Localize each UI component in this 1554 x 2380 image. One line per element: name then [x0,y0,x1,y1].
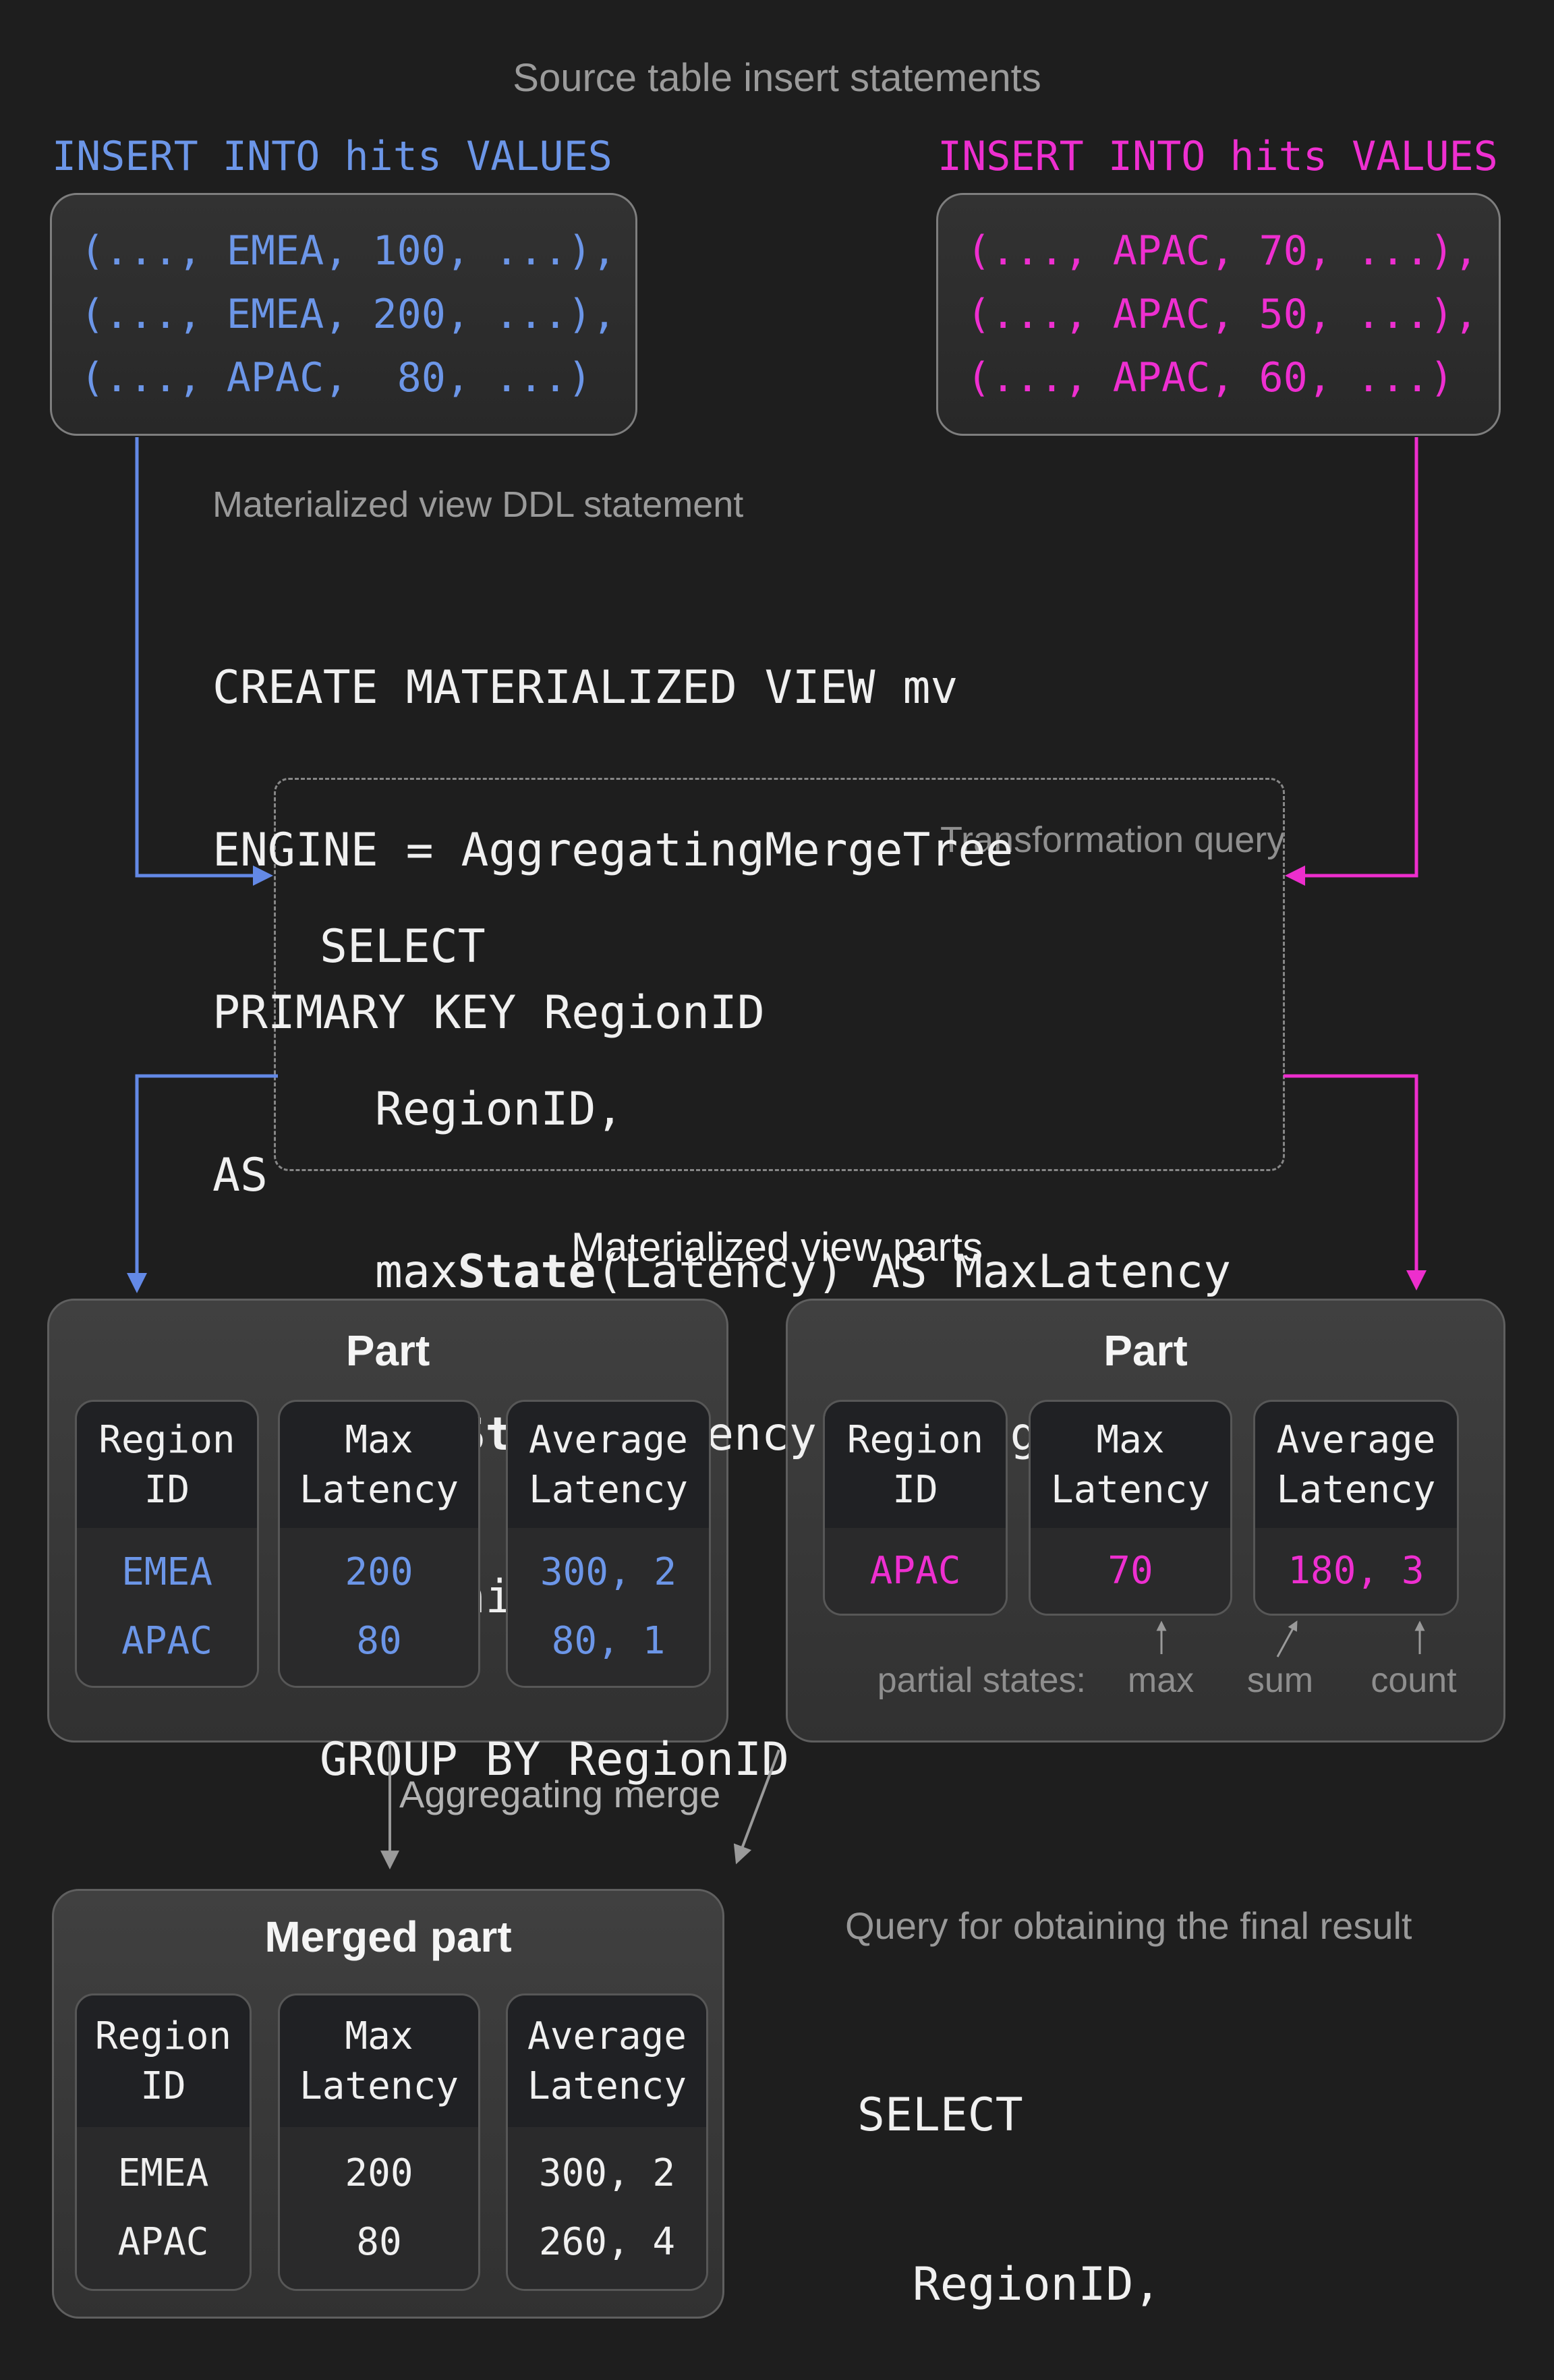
part-box-right-title: Part [1103,1326,1188,1375]
cell-value: APAC [117,2220,209,2264]
column-max-latency: Max Latency 200 80 [278,1400,480,1688]
cell-value: APAC [121,1619,212,1663]
insert-left-box: (..., EMEA, 100, ...), (..., EMEA, 200, … [50,193,637,436]
insert-right-row: (..., APAC, 70, ...), [967,227,1478,275]
cell-value: 300, 2 [540,1550,677,1594]
partial-states-label: partial states: [877,1661,1086,1700]
column-region-id: Region ID EMEA APAC [75,1993,252,2291]
partial-state-sum-label: sum [1246,1661,1314,1700]
ddl-code-line: PRIMARY KEY RegionID [212,986,765,1040]
insert-right-label: INSERT INTO hits VALUES [938,133,1498,180]
cell-value: 80, 1 [551,1619,666,1663]
code-line: RegionID, [857,2258,1161,2311]
column-header: Max Latency [1031,1402,1230,1528]
part-box-left-title: Part [345,1326,430,1375]
column-region-id: Region ID APAC [823,1400,1008,1616]
column-max-latency: Max Latency 70 [1029,1400,1232,1616]
cell-value: 80 [356,2220,402,2264]
code-seg-bold: State [457,1245,596,1299]
insert-left-row: (..., EMEA, 100, ...), [80,227,616,275]
cell-value: APAC [869,1548,961,1593]
column-region-id: Region ID EMEA APAC [75,1400,259,1688]
transformation-query-label: Transformation query [940,820,1286,860]
insert-left-row: (..., APAC, 80, ...) [80,354,592,401]
cell-value: 200 [345,1550,413,1594]
column-header: Average Latency [508,1995,706,2127]
parts-section-heading: Materialized view parts [571,1224,983,1270]
cell-value: 260, 4 [538,2220,676,2264]
cell-value: 80 [356,1619,402,1663]
ddl-heading: Materialized view DDL statement [212,484,744,525]
cell-value: 70 [1107,1548,1153,1593]
column-header: Region ID [77,1995,250,2127]
code-seg: max [320,1245,458,1299]
partial-state-max-label: max [1127,1661,1195,1700]
insert-right-box: (..., APAC, 70, ...), (..., APAC, 50, ..… [936,193,1501,436]
column-max-latency: Max Latency 200 80 [278,1993,480,2291]
transformation-query-box [274,778,1285,1171]
merged-part-title: Merged part [264,1913,512,1961]
cell-value: 180, 3 [1288,1548,1424,1593]
aggregating-merge-label: Aggregating merge [399,1773,721,1815]
column-header: Average Latency [1255,1402,1457,1528]
code-line: SELECT [320,920,486,973]
cell-value: 300, 2 [538,2151,676,2195]
insert-right-row: (..., APAC, 50, ...), [967,291,1478,338]
insert-left-label: INSERT INTO hits VALUES [52,133,612,180]
insert-left-row: (..., EMEA, 200, ...), [80,291,616,338]
code-line: maxState(Latency) AS MaxLatency [320,1244,1231,1300]
partial-state-count-label: count [1371,1661,1457,1700]
arrow-insert-right-to-query [1285,437,1418,886]
code-line: SELECT [857,2089,1023,2142]
ddl-code: CREATE MATERIALIZED VIEW mv ENGINE = Agg… [212,553,1013,1310]
column-header: Average Latency [508,1402,709,1528]
page-title: Source table insert statements [513,56,1041,100]
ddl-code-line: CREATE MATERIALIZED VIEW mv [212,661,958,714]
column-header: Max Latency [280,1995,478,2127]
column-average-latency: Average Latency 180, 3 [1253,1400,1459,1616]
code-line: RegionID, [320,1083,624,1136]
cell-value: 200 [345,2151,413,2195]
insert-right-row: (..., APAC, 60, ...) [967,354,1454,401]
cell-value: EMEA [117,2151,209,2195]
final-query-heading: Query for obtaining the final result [845,1904,1412,1947]
code-seg: (Latency) AS MaxLatency [596,1245,1232,1299]
final-query-code: SELECT RegionID, maxMerge(MaxLatency), a… [857,1977,1493,2380]
column-header: Max Latency [280,1402,478,1528]
column-header: Region ID [825,1402,1006,1528]
column-header: Region ID [77,1402,257,1528]
cell-value: EMEA [121,1550,212,1594]
column-average-latency: Average Latency 300, 2 80, 1 [506,1400,711,1688]
column-average-latency: Average Latency 300, 2 260, 4 [506,1993,708,2291]
